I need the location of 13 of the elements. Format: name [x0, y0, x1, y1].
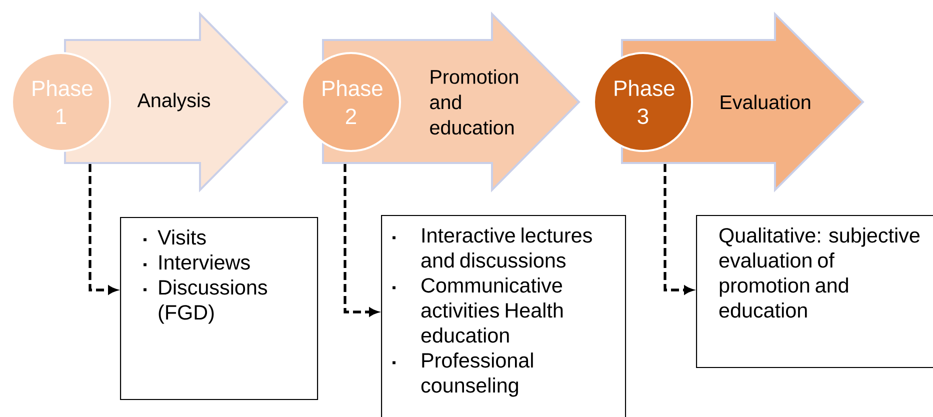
list-item: Professional counseling	[421, 352, 533, 397]
text-box	[381, 215, 626, 417]
dashed-arrow	[344, 164, 378, 316]
dashed-arrow	[664, 164, 693, 294]
list-item: Communicative activities Health education	[421, 278, 563, 343]
dashed-arrow	[88, 164, 117, 294]
text-box	[696, 215, 933, 368]
list-item: Discussions (FGD)	[158, 280, 268, 324]
list-item: Interviews	[159, 254, 250, 270]
list-item: Visits	[158, 230, 206, 245]
list-item: Interactive lectures and discussions	[421, 228, 592, 268]
text-box	[120, 217, 318, 400]
box-text: Qualitative: subjective evaluation of promotion and education	[719, 228, 920, 318]
